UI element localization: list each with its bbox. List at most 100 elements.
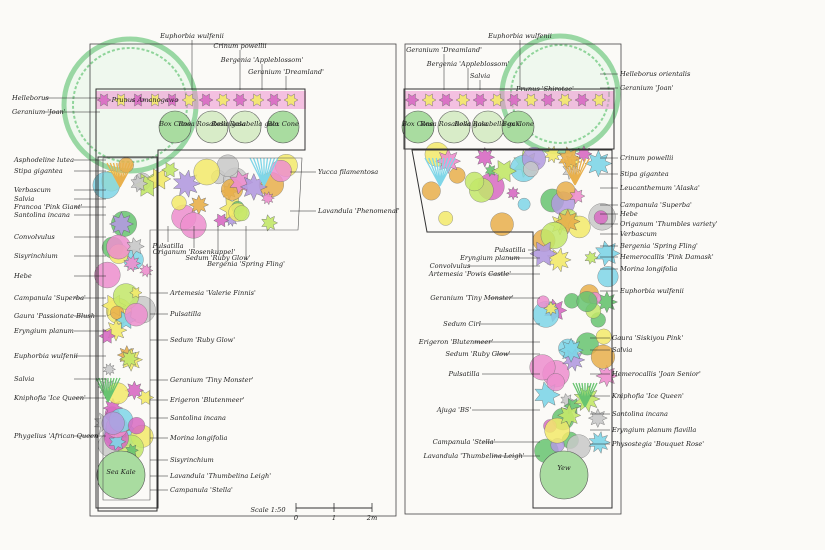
plant-clump <box>164 93 180 107</box>
plant-clump <box>188 194 210 216</box>
plant-clump <box>101 411 125 435</box>
plant-label: Stipa gigantea <box>620 170 669 178</box>
plant-label: Campanula 'Stella' <box>433 438 496 446</box>
plant-clump <box>588 431 611 454</box>
plant-clump <box>147 93 163 107</box>
plant-clump <box>139 263 154 278</box>
plant-label: Gaura 'Passionate Blush' <box>14 312 97 320</box>
plant-clump <box>491 160 517 183</box>
plant-label: Erigeron 'Blutenmeer' <box>169 396 245 404</box>
box-or-rose-circle <box>228 110 262 144</box>
plant-label: Hebe <box>13 272 32 280</box>
plant-label: Lavandula 'Thumbelina Leigh' <box>422 452 524 460</box>
plant-clump <box>123 254 142 273</box>
plant-clump <box>232 93 248 107</box>
plant-label: Santolina incana <box>170 414 226 422</box>
right-top-strip <box>403 88 615 150</box>
plant-clump <box>113 93 129 107</box>
scale-tick-label: 2m <box>366 514 377 522</box>
plant-label: Campanula 'Superba' <box>620 201 692 209</box>
plant-label: Euphorbia wulfenii <box>619 287 684 295</box>
plant-clump <box>546 373 565 392</box>
plant-clump <box>180 212 207 239</box>
plant-clump <box>546 247 572 273</box>
plant-clump <box>172 169 201 198</box>
plant-clump <box>130 174 149 193</box>
plant-label: Francoa 'Pink Giant' <box>13 203 82 211</box>
plant-clump <box>595 328 612 345</box>
plant-clump <box>108 211 134 237</box>
plant-clump <box>124 303 148 327</box>
plant-label: Crinum powellii <box>213 42 266 50</box>
plant-clump <box>438 93 454 107</box>
plant-label: Helleborus orientalis <box>619 70 691 78</box>
plant-label: Pulsatilla <box>151 242 183 250</box>
inline-plant-label: Box Cone <box>501 120 534 128</box>
plant-label: Morina longifolia <box>619 265 678 273</box>
plant-label: Geranium 'Dreamland' <box>248 68 324 76</box>
plant-label: Sedum Cirl <box>443 320 481 328</box>
plant-label: Phygelius 'African Queen' <box>13 432 100 440</box>
plant-clump <box>198 93 214 107</box>
tree-label: Prunus 'Shirotae' <box>515 85 574 93</box>
plant-label: Bergenia 'Spring Fling' <box>619 242 698 250</box>
plant-clump <box>590 344 616 369</box>
scale-label: Scale 1:50 <box>250 506 285 514</box>
plant-label: Physostegia 'Bouquet Rose' <box>611 440 704 448</box>
bed-boundary <box>404 43 622 515</box>
spiky-plant <box>95 377 121 403</box>
plant-label: Crinum powellii <box>620 154 673 162</box>
spiky-plant <box>424 157 456 187</box>
plant-label: Gaura 'Siskiyou Pink' <box>612 334 683 342</box>
plant-label: Geranium 'Joan' <box>12 108 66 116</box>
plant-clump <box>260 191 275 206</box>
plant-clump <box>455 93 471 107</box>
inline-plant-label: Box Cone <box>266 120 299 128</box>
plant-clump <box>129 286 143 299</box>
plant-label: Campanula 'Stella' <box>170 486 233 494</box>
plant-clump <box>283 93 299 107</box>
plant-clump <box>557 403 582 428</box>
plant-clump <box>540 93 556 107</box>
plant-clump <box>438 211 454 226</box>
spiky-plant <box>106 162 134 188</box>
box-or-rose-circle <box>266 110 300 144</box>
plant-clump <box>591 93 607 107</box>
left-bed-inner <box>102 157 303 501</box>
plant-label: Verbascum <box>14 186 51 194</box>
plant-label: Pulsatilla <box>447 370 479 378</box>
box-or-rose-circle <box>195 110 229 144</box>
plant-label: Salvia <box>470 72 490 80</box>
spiky-plant <box>560 158 590 186</box>
plant-clump <box>474 146 496 168</box>
yew-circle <box>539 450 589 500</box>
plant-clump <box>128 417 146 435</box>
plant-clump <box>94 261 121 289</box>
plant-label: Origanum 'Rosenkuppel' <box>153 248 236 256</box>
inline-plant-label: Rosa Rosabella gala <box>177 120 245 128</box>
box-or-rose-circle <box>158 110 192 144</box>
plant-clump <box>181 93 197 107</box>
plant-clump <box>98 328 116 344</box>
plant-clump <box>540 221 568 249</box>
plant-label: Convolvulus <box>14 233 55 241</box>
plant-clump <box>587 408 608 429</box>
plant-label: Bergenia 'Appleblossom' <box>426 60 510 68</box>
plant-clump <box>593 210 608 225</box>
plant-label: Pulsatilla <box>169 310 201 318</box>
plant-label: Santolina incana <box>14 211 70 219</box>
scale-tick-label: 1 <box>332 514 336 522</box>
plant-label: Eryngium planum <box>13 327 74 335</box>
inline-plant-label: Rosa Rosabella gala <box>453 120 521 128</box>
plant-clump <box>261 214 279 232</box>
plant-label: Geranium 'Dreamland' <box>406 46 482 54</box>
plant-clump <box>249 93 265 107</box>
plant-clump <box>130 93 146 107</box>
plant-clump <box>517 197 531 211</box>
inline-plant-label: Box Cone <box>158 120 191 128</box>
inline-plant-label: Rosa Rosabella gala <box>210 120 278 128</box>
plant-clump <box>161 162 179 178</box>
plant-clump <box>557 93 573 107</box>
plant-clump <box>544 417 571 444</box>
